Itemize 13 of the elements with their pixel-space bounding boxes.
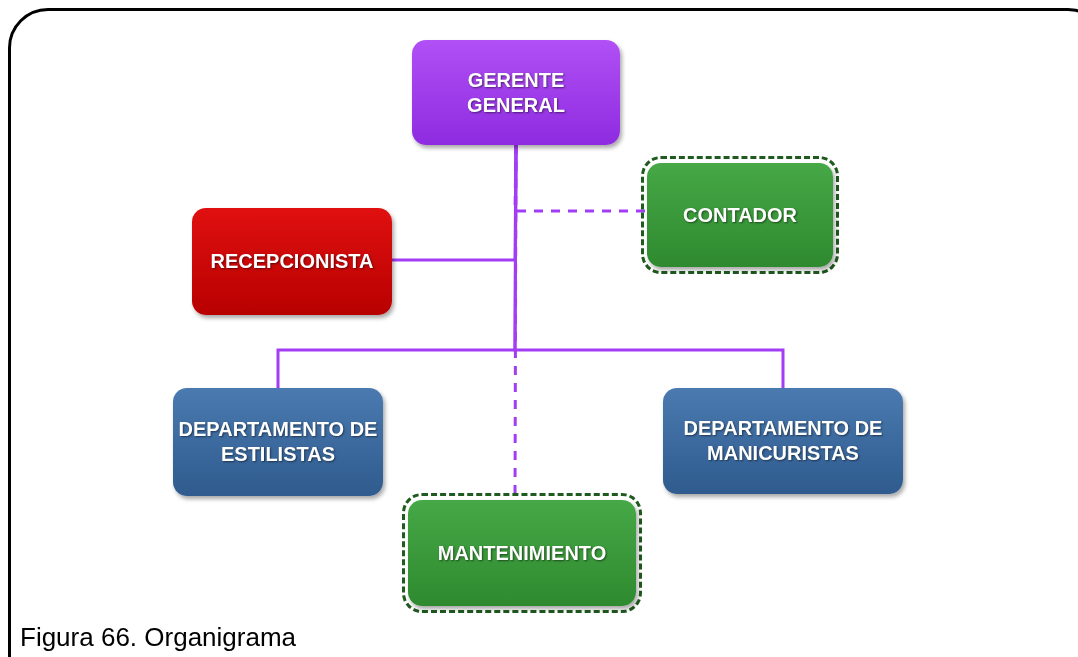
box-label: MANTENIMIENTO xyxy=(437,540,607,566)
figure-caption: Figura 66. Organigrama xyxy=(20,622,297,653)
org-box xyxy=(663,388,903,494)
box-label: DEPARTAMENTO DE ESTILISTAS xyxy=(177,417,379,467)
box-label: DEPARTAMENTO DE MANICURISTAS xyxy=(682,416,884,466)
box-label: GERENTE GENERAL xyxy=(466,67,566,118)
org-box xyxy=(408,500,636,606)
org-box xyxy=(173,388,383,496)
org-box xyxy=(647,163,833,267)
box-label: CONTADOR xyxy=(682,202,798,228)
org-box xyxy=(412,40,620,145)
box-label: RECEPCIONISTA xyxy=(210,249,374,274)
org-box xyxy=(192,208,392,315)
